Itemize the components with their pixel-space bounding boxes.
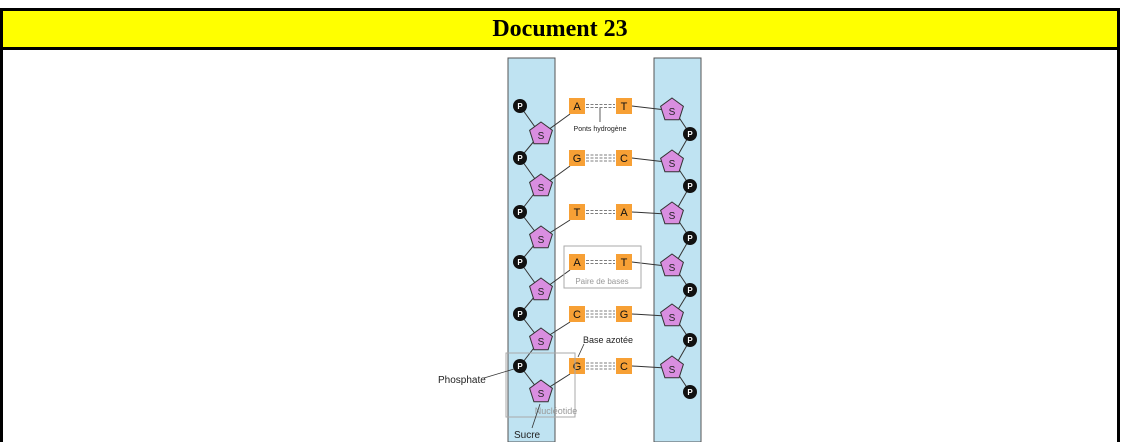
sugar-base-bond [631, 157, 667, 163]
phosphate-circle [513, 205, 527, 219]
document-title: Document 23 [3, 11, 1117, 50]
sugar-letter: S [538, 337, 545, 348]
base-box [616, 98, 632, 114]
base-letter: T [621, 101, 628, 113]
phosphate-circle [683, 283, 697, 297]
sugar-letter: S [538, 235, 545, 246]
base-letter: G [620, 309, 629, 321]
sugar-base-bond [547, 321, 571, 337]
sugar-letter: S [669, 211, 676, 222]
phosphate-letter: P [517, 310, 523, 319]
phosphate-letter: P [517, 258, 523, 267]
sugar-base-bond [631, 365, 667, 369]
sugar-pentagon [660, 355, 684, 379]
phosphate-circle [683, 231, 697, 245]
sugar-pentagon [529, 121, 553, 145]
base-letter: G [573, 153, 582, 165]
sugar-pentagon [660, 149, 684, 173]
hydrogen-bond-label: Ponts hydrogène [574, 126, 627, 133]
nitrogen-base-label: Base azotée [583, 335, 633, 345]
base-letter: C [620, 361, 628, 373]
sugar-letter: S [538, 389, 545, 400]
phosphate-letter: P [517, 362, 523, 371]
sugar-base-bond [631, 261, 667, 267]
phosphate-circle [513, 151, 527, 165]
nucleotide-label: Nucléotide [535, 406, 578, 416]
phosphate-letter: P [517, 154, 523, 163]
sugar-pentagon [529, 379, 553, 403]
sugar-base-bond [547, 269, 571, 287]
phosphate-circle [683, 127, 697, 141]
base-letter: C [620, 153, 628, 165]
phosphate-circle [513, 307, 527, 321]
base-box [569, 306, 585, 322]
base-box [616, 254, 632, 270]
phosphate-circle [513, 99, 527, 113]
phosphate-letter: P [687, 234, 693, 243]
sugar-base-bond [547, 219, 571, 235]
phosphate-circle [513, 359, 527, 373]
sugar-pentagon [660, 201, 684, 225]
phosphate-letter: P [517, 208, 523, 217]
phosphate-circle [683, 333, 697, 347]
base-box [616, 150, 632, 166]
sugar-base-bond [631, 105, 667, 111]
phosphate-letter: P [687, 286, 693, 295]
base-box [569, 254, 585, 270]
base-box [616, 204, 632, 220]
sugar-label: Sucre [514, 430, 541, 441]
sugar-pentagon [660, 303, 684, 327]
phosphate-circle [683, 385, 697, 399]
sugar-pentagon [529, 327, 553, 351]
sugar-letter: S [669, 313, 676, 324]
base-pair-label: Paire de bases [575, 277, 628, 286]
base-letter: G [573, 361, 582, 373]
sugar-letter: S [669, 263, 676, 274]
base-box [569, 358, 585, 374]
sugar-letter: S [538, 287, 545, 298]
left-strand-backbone [507, 57, 556, 442]
sugar-pentagon [660, 253, 684, 277]
phosphate-label: Phosphate [438, 375, 486, 386]
phosphate-letter: P [687, 388, 693, 397]
base-pair-box [563, 245, 642, 289]
phosphate-letter: P [687, 130, 693, 139]
sugar-letter: S [538, 131, 545, 142]
base-letter: C [573, 309, 581, 321]
sugar-letter: S [669, 365, 676, 376]
base-letter: A [573, 257, 581, 269]
sugar-base-bond [631, 313, 667, 317]
base-letter: T [621, 257, 628, 269]
phosphate-letter: P [687, 182, 693, 191]
base-box [616, 358, 632, 374]
base-box [569, 204, 585, 220]
sugar-base-bond [547, 373, 571, 389]
base-letter: T [574, 207, 581, 219]
base-letter: A [573, 101, 581, 113]
phosphate-pointer [483, 368, 515, 379]
sugar-letter: S [669, 107, 676, 118]
sugar-base-bond [631, 211, 667, 215]
sugar-pentagon [660, 97, 684, 121]
base-box [569, 150, 585, 166]
nucleotide-box [505, 352, 576, 418]
sugar-pointer [531, 403, 541, 429]
document-frame: Document 23 [0, 8, 1120, 442]
phosphate-letter: P [687, 336, 693, 345]
sugar-pentagon [529, 277, 553, 301]
phosphate-circle [513, 255, 527, 269]
sugar-base-bond [547, 165, 571, 183]
phosphate-circle [683, 179, 697, 193]
sugar-pentagon [529, 173, 553, 197]
sugar-letter: S [669, 159, 676, 170]
sugar-pentagon [529, 225, 553, 249]
base-box [569, 98, 585, 114]
sugar-base-bond [547, 113, 571, 131]
base-box [616, 306, 632, 322]
base-letter: A [620, 207, 628, 219]
sugar-letter: S [538, 183, 545, 194]
phosphate-letter: P [517, 102, 523, 111]
nitrogen-base-pointer [577, 343, 585, 358]
